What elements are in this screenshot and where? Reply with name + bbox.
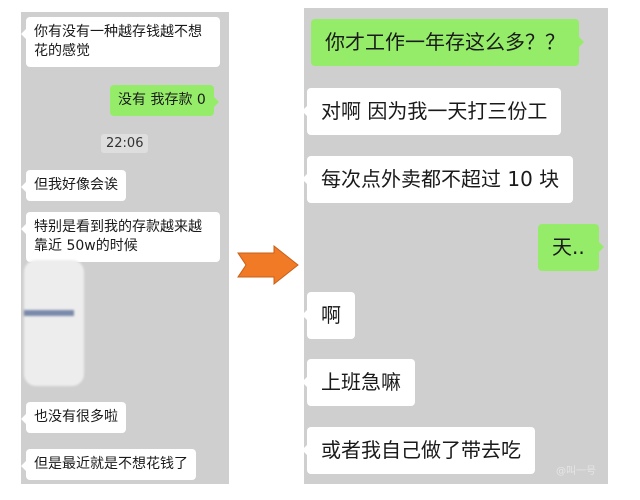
message-bubble-sent: 没有 我存款 0: [110, 85, 219, 116]
message-line: 花的感觉: [34, 42, 90, 59]
message-text: 或者我自己做了带去吃: [321, 438, 521, 462]
message-bubble-received: 特别是看到我的存款越来越 靠近 50w的时候: [21, 212, 220, 262]
message-text: 也没有很多啦: [34, 409, 118, 425]
blurred-image-attachment: [24, 260, 84, 386]
message-bubble-received: 对啊 因为我一天打三份工: [304, 88, 562, 135]
message-text: 但我好像会诶: [34, 177, 118, 193]
message-bubble-received: 上班急嘛: [304, 359, 415, 406]
message-bubble-received: 每次点外卖都不超过 10 块: [304, 156, 574, 203]
message-bubble-sent: 你才工作一年存这么多？？: [311, 19, 584, 66]
message-bubble-received: 啊: [304, 292, 355, 339]
message-text: 上班急嘛: [321, 370, 401, 394]
right-chat-screenshot: 你才工作一年存这么多？？ 对啊 因为我一天打三份工 每次点外卖都不超过 10 块…: [304, 8, 608, 484]
message-text: 没有 我存款 0: [118, 92, 206, 108]
chat-timestamp: 22:06: [101, 134, 149, 153]
right-arrow-icon: [237, 245, 299, 285]
message-line: 特别是看到我的存款越来越: [34, 219, 202, 235]
watermark: @叫一号: [556, 466, 596, 477]
message-text: 但是最近就是不想花钱了: [34, 456, 188, 472]
blurred-image-detail: [24, 310, 74, 316]
message-text: 啊: [321, 303, 341, 327]
message-text: 对啊 因为我一天打三份工: [321, 99, 548, 123]
message-text: 你才工作一年存这么多？？: [325, 30, 565, 54]
message-line: 你有没有一种越存钱越不想: [34, 24, 202, 40]
message-text: 每次点外卖都不超过 10 块: [321, 167, 560, 191]
message-bubble-sent: 天..: [538, 224, 604, 271]
message-text: 天..: [552, 235, 585, 259]
message-line: 靠近 50w的时候: [34, 237, 138, 254]
message-bubble-received: 也没有很多啦: [21, 402, 126, 433]
message-bubble-received: 你有没有一种越存钱越不想 花的感觉: [21, 17, 220, 67]
left-chat-screenshot: 你有没有一种越存钱越不想 花的感觉 没有 我存款 0 22:06 但我好像会诶 …: [21, 12, 229, 484]
message-bubble-received: 或者我自己做了带去吃: [304, 427, 535, 474]
message-bubble-received: 但我好像会诶: [21, 170, 126, 201]
message-bubble-received: 但是最近就是不想花钱了: [21, 449, 196, 480]
